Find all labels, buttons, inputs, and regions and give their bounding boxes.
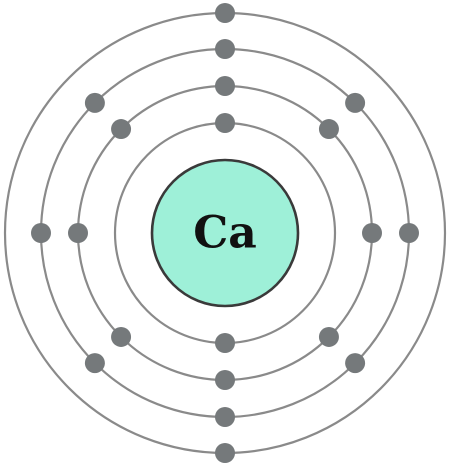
electron [215,39,235,59]
electron [84,92,105,113]
electron [318,326,339,347]
nucleus [150,158,300,308]
electron [84,353,105,374]
electron [215,113,235,133]
electron [345,92,366,113]
electron [31,223,51,243]
electron [345,353,366,374]
electron [215,443,235,463]
electrons [31,3,419,463]
electron [68,223,88,243]
electron [215,333,235,353]
electron [215,407,235,427]
electron [318,119,339,140]
element-symbol: Ca [193,208,257,259]
electron [111,326,132,347]
electron [215,370,235,390]
electron [215,3,235,23]
electron [111,119,132,140]
electron [215,76,235,96]
electron [362,223,382,243]
electron [399,223,419,243]
